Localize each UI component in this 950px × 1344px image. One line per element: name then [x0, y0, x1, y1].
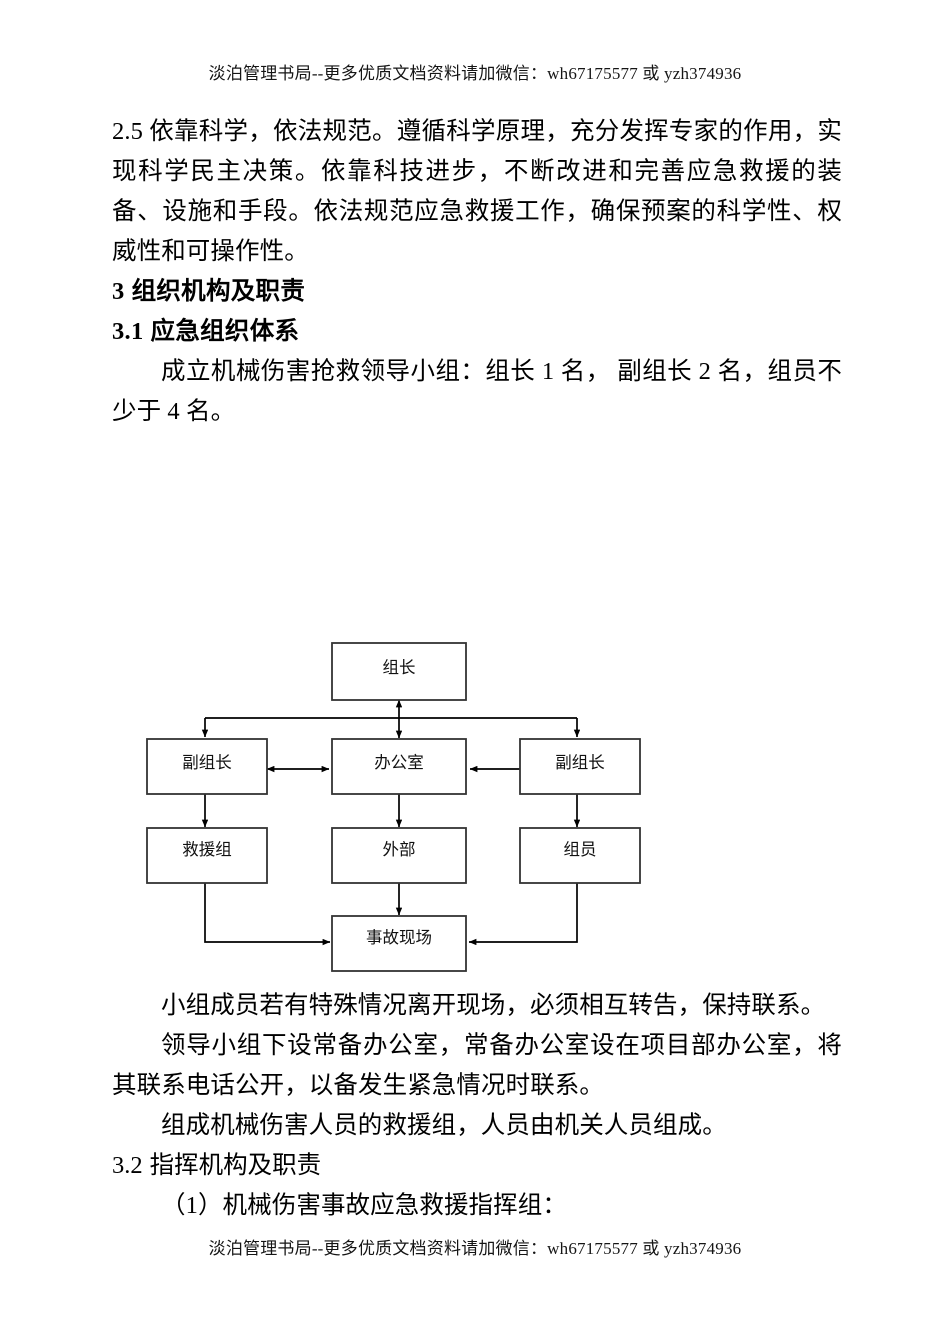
running-foot: 淡泊管理书局--更多优质文档资料请加微信：wh67175577 或 yzh374…: [208, 1239, 742, 1258]
heading-section-3-1-text: 应急组织体系: [150, 318, 300, 345]
heading-section-3-2-number: 3.2: [112, 1152, 143, 1179]
org-node-rescue-label: 救援组: [182, 840, 232, 859]
heading-section-3-1-number: 3.1: [112, 318, 144, 345]
org-node-scene: 事故现场: [331, 915, 467, 972]
document-body-lower: 小组成员若有特殊情况离开现场，必须相互转告，保持联系。 领导小组下设常备办公室，…: [112, 986, 842, 1226]
org-node-deputy-right: 副组长: [519, 738, 641, 795]
paragraph-after-chart-3: 组成机械伤害人员的救援组，人员由机关人员组成。: [161, 1112, 727, 1139]
org-node-external: 外部: [331, 827, 467, 884]
org-node-scene-label: 事故现场: [366, 928, 432, 947]
document-body: 2.5 依靠科学，依法规范。遵循科学原理，充分发挥专家的作用，实现科学民主决策。…: [112, 112, 842, 432]
edge-member-scene: [468, 883, 578, 946]
paragraph-2-5: 2.5 依靠科学，依法规范。遵循科学原理，充分发挥专家的作用，实现科学民主决策。…: [112, 118, 842, 265]
edge-rescue-scene: [204, 883, 331, 946]
org-node-office: 办公室: [331, 738, 467, 795]
org-node-leader: 组长: [331, 642, 467, 701]
org-node-external-label: 外部: [383, 840, 416, 859]
running-head: 淡泊管理书局--更多优质文档资料请加微信：wh67175577 或 yzh374…: [208, 64, 742, 83]
org-node-leader-label: 组长: [383, 658, 416, 677]
org-node-rescue: 救援组: [146, 827, 268, 884]
paragraph-after-chart-2: 领导小组下设常备办公室，常备办公室设在项目部办公室，将其联系电话公开，以备发生紧…: [112, 1032, 842, 1099]
org-chart-connectors: [201, 699, 581, 946]
paragraph-after-chart-1: 小组成员若有特殊情况离开现场，必须相互转告，保持联系。: [161, 992, 826, 1019]
heading-section-3-number: 3: [112, 278, 125, 305]
heading-section-3-2-text: 指挥机构及职责: [149, 1152, 322, 1179]
paragraph-3-2-item-1: （1）机械伤害事故应急救援指挥组：: [161, 1192, 567, 1219]
org-node-deputy-left-label: 副组长: [182, 753, 232, 772]
org-chart-nodes: 组长 副组长 办公室 副组长 救援组: [146, 642, 641, 972]
paragraph-3-1-body: 成立机械伤害抢救领导小组：组长 1 名， 副组长 2 名，组员不少于 4 名。: [112, 358, 842, 425]
heading-section-3-text: 组织机构及职责: [131, 278, 306, 305]
org-node-member: 组员: [519, 827, 641, 884]
org-node-deputy-right-label: 副组长: [555, 753, 605, 772]
org-node-deputy-left: 副组长: [146, 738, 268, 795]
org-node-member-label: 组员: [564, 840, 597, 859]
org-chart: 组长 副组长 办公室 副组长 救援组: [140, 625, 660, 975]
org-node-office-label: 办公室: [374, 753, 424, 772]
